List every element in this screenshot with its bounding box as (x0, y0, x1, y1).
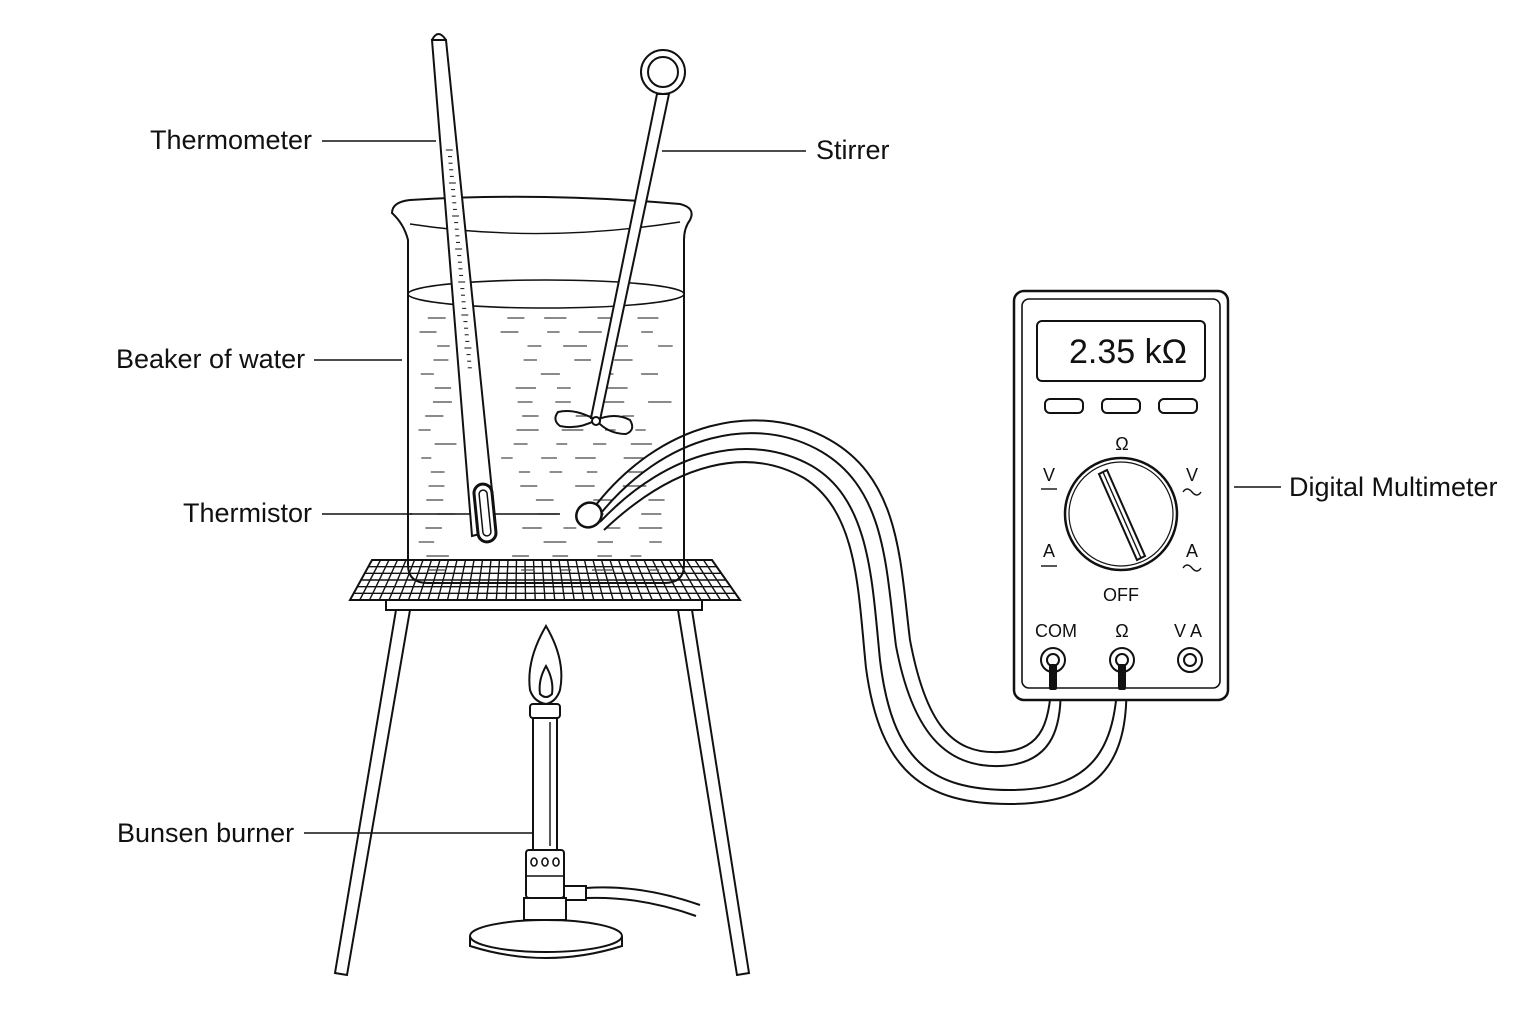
label-stirrer: Stirrer (816, 135, 890, 165)
stirrer-paddle-left (554, 410, 599, 429)
thermistor-bead (575, 501, 603, 529)
cable-ohm-outer (599, 448, 1119, 792)
thermometer-mercury (478, 489, 492, 537)
port-va[interactable] (1177, 647, 1203, 673)
dial-label-v-ac: V (1186, 465, 1198, 485)
cable-com-inner (596, 432, 1062, 768)
port-label-com: COM (1035, 621, 1077, 641)
bunsen-burner (469, 624, 701, 959)
rotary-dial[interactable] (1063, 456, 1179, 572)
port-label-va: V A (1174, 621, 1202, 641)
labels: Thermometer Stirrer Beaker of water Ther… (116, 125, 1498, 848)
beaker (390, 195, 693, 584)
tripod-top (385, 599, 703, 611)
dial-label-a-ac: A (1186, 541, 1198, 561)
port-com[interactable] (1040, 647, 1066, 673)
multimeter-button-2[interactable] (1101, 398, 1141, 414)
burner-flame-inner (538, 663, 554, 698)
stirrer-paddle-right (594, 415, 634, 436)
thermistor-cables (575, 419, 1128, 806)
probe-plug-ohm (1118, 664, 1126, 690)
thermometer-top (431, 33, 447, 41)
burner-base-side (469, 936, 623, 959)
dial-label-off: OFF (1103, 585, 1139, 605)
burner-tube (532, 717, 558, 851)
stirrer-rod (589, 93, 671, 422)
thermometer-ticks (445, 149, 472, 369)
tripod-leg-left (333, 609, 412, 977)
stirrer-hub (591, 416, 601, 426)
cable-com-outer (591, 419, 1053, 754)
cable-ohm-inner (603, 461, 1128, 806)
multimeter-button-1[interactable] (1044, 398, 1084, 414)
dial-label-a-dc: A (1043, 541, 1055, 561)
label-beaker: Beaker of water (116, 344, 305, 374)
burner-base (469, 919, 623, 953)
burner-base-neck (523, 897, 567, 921)
burner-tube-top (529, 703, 561, 719)
thermometer (430, 33, 498, 544)
water-surface (407, 279, 685, 309)
dial-label-v-dc: V (1043, 465, 1055, 485)
multimeter-display (1036, 320, 1206, 382)
burner-flame-outer (528, 624, 563, 706)
beaker-outline (390, 195, 693, 584)
port-label-ohm: Ω (1115, 621, 1128, 641)
stirrer (554, 49, 686, 436)
burner-gas-hose (585, 886, 701, 917)
tripod-leg-right (676, 609, 751, 977)
beaker-rim-inner (409, 221, 681, 235)
multimeter-reading: 2.35 kΩ (1069, 333, 1187, 371)
burner-gas-inlet (563, 885, 587, 901)
label-multimeter: Digital Multimeter (1289, 472, 1498, 502)
burner-air-holes (530, 857, 560, 867)
dial-label-ohm: Ω (1115, 434, 1128, 454)
dial-a-ac-wave (1182, 564, 1202, 572)
label-burner: Bunsen burner (117, 818, 294, 848)
label-thermometer: Thermometer (150, 125, 312, 155)
multimeter-button-3[interactable] (1158, 398, 1198, 414)
label-thermistor: Thermistor (183, 498, 312, 528)
dial-v-ac-wave (1182, 488, 1202, 496)
stirrer-ring-inner (647, 56, 679, 88)
digital-multimeter: 2.35 kΩ Ω V V A A OFF COM Ω V A (1012, 289, 1230, 702)
gauze-mesh (353, 559, 736, 601)
tripod-stand (333, 559, 751, 977)
thermometer-body (430, 39, 498, 538)
probe-plug-com (1049, 664, 1057, 690)
